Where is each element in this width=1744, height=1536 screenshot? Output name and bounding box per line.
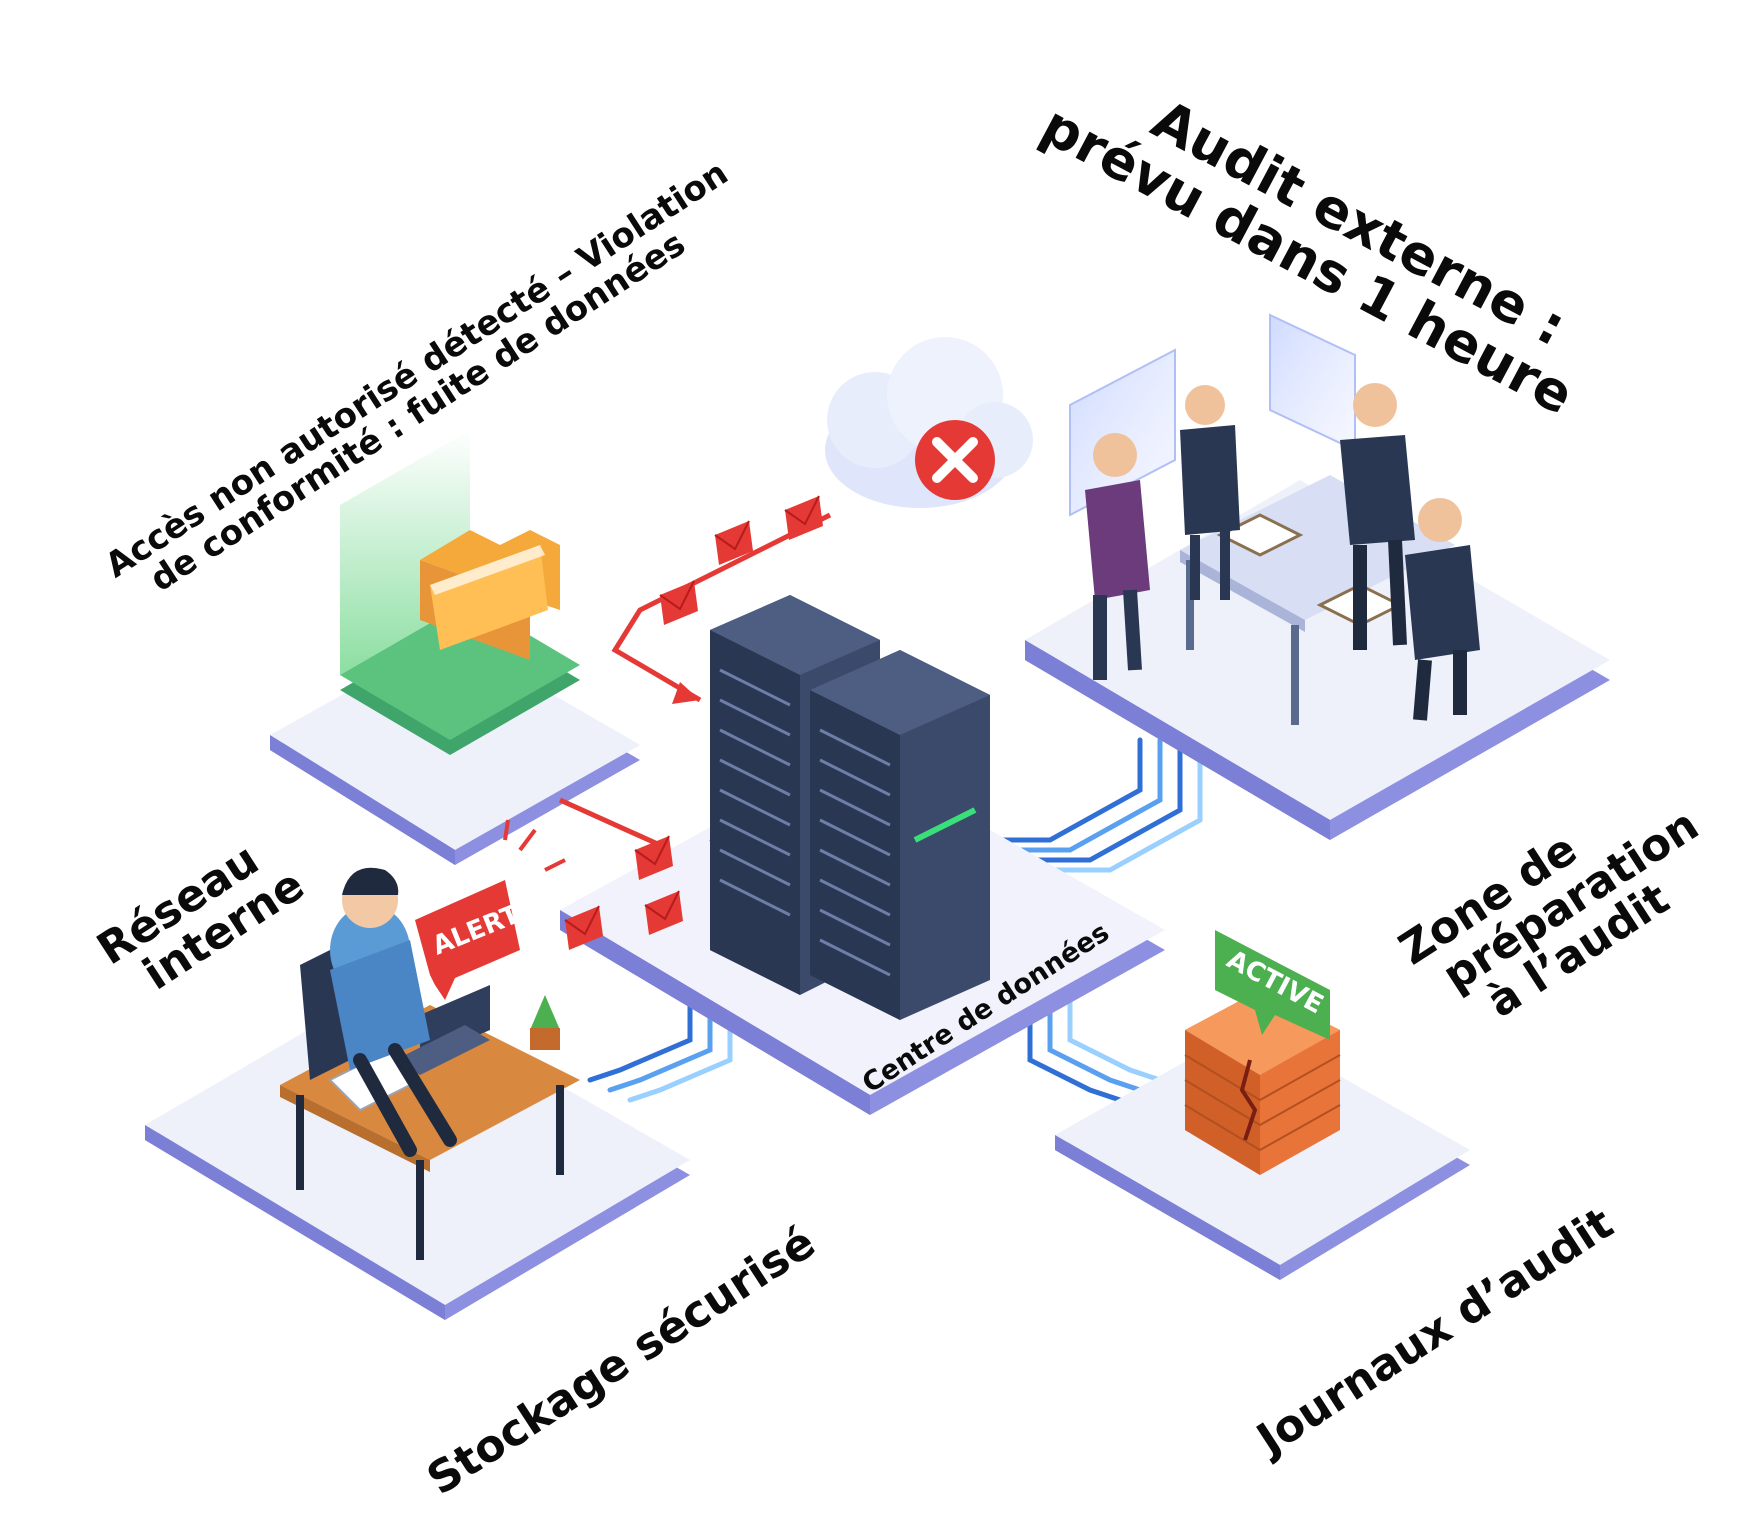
data-leak-flow	[558, 495, 832, 951]
audit-meeting	[1069, 313, 1480, 725]
envelope-icon	[659, 580, 699, 626]
server-rack-icon	[710, 595, 990, 1020]
cloud-error-icon	[825, 337, 1033, 508]
alert-workstation	[280, 867, 580, 1260]
alert-badge: ALERT	[415, 819, 566, 1000]
platform-audit-zone	[1025, 480, 1610, 840]
envelope-icon	[784, 495, 824, 541]
folder-icon	[340, 430, 580, 755]
